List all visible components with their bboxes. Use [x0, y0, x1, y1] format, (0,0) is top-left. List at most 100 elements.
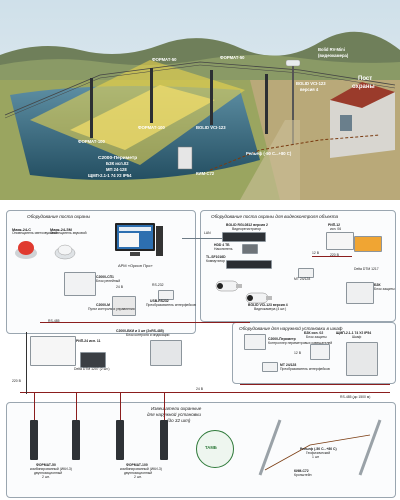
- bzk-video-label: БЗК: [374, 283, 381, 287]
- scene-c2000-l2: БЗК исп.02: [106, 161, 129, 166]
- mt-out-device: [262, 362, 278, 372]
- hdd-label: HDD 4 TБ: [214, 243, 230, 247]
- battery12-label: Delta DTM 1217: [354, 267, 379, 271]
- perimeter-title2: для наружной установки: [147, 412, 201, 417]
- mt-video-device: [298, 268, 314, 278]
- kmc-sub: Кронштейн: [294, 473, 312, 477]
- bzk-out-label: БЗК исп. 02: [304, 331, 324, 335]
- usb-sub: Преобразователь интерфейсов: [146, 303, 196, 307]
- scene-label-sensor-a: ФОРМАТ-50: [152, 57, 177, 62]
- lan-label: LAN: [204, 231, 211, 235]
- battery-device: [80, 352, 106, 368]
- wire-outdoor-bus: [240, 384, 390, 385]
- mt-out-label: МТ 24/128: [280, 363, 297, 367]
- relief-label: Рельеф (-50 С...+80 С): [300, 447, 337, 451]
- c2000m-sub: Пульт контроля и управления: [88, 307, 135, 311]
- rip12-device: [326, 232, 354, 250]
- scene-c2000-title: С2000-Периметр: [98, 156, 138, 161]
- v12-out-label: 12 В: [294, 351, 301, 355]
- cams-label: BOLID VCI-123 версия 4: [248, 303, 288, 307]
- scene-label-sensor-c: ФОРМАТ-100: [78, 139, 105, 144]
- bzk-out-device: [310, 344, 330, 360]
- video-post-title: Оборудование поста охраны для видеоконтр…: [211, 214, 339, 219]
- guard-post-title: Оборудование поста охраны: [27, 214, 91, 219]
- rip24-device: [30, 336, 76, 366]
- camera-icon: [215, 280, 242, 292]
- f100-sub3: 2 шт.: [134, 475, 142, 479]
- rip24-label: РИП-24 исп. 11: [76, 339, 101, 343]
- battery12-device: [354, 236, 382, 252]
- scene-label-camera-right: BOLID VCI-123: [296, 81, 326, 86]
- mayak1-label: Маяк-24-С: [12, 228, 31, 232]
- switch-label: TL-SF1016D: [206, 255, 226, 259]
- f50-sub3: 2 шт.: [42, 475, 50, 479]
- c2000m-label: С2000-М: [96, 303, 110, 307]
- mayak1-sub: Оповещатель светозвуковой: [12, 231, 58, 235]
- relief-cable-illustration: [258, 419, 382, 476]
- c2000bki-device: [150, 340, 182, 366]
- perimeter-title3: (до 32 шт): [167, 418, 191, 423]
- f50-sub: комбинированный (ИКИ-3): [30, 467, 72, 471]
- nvr-device: [222, 232, 266, 242]
- mayak2-sub: Оповещатель звуковой: [50, 231, 87, 235]
- usb-device: [158, 290, 174, 300]
- outdoor-title: Оборудование для наружной установки в шк…: [239, 326, 343, 331]
- cams-sub: Видеокамера (4 шт.): [254, 307, 287, 311]
- scene-label-camera-left: BOLID VCI-123: [196, 125, 226, 130]
- c2000p-label: С2000-Периметр: [268, 337, 296, 341]
- scene-label-camera-top-sub: (видеокамера): [318, 53, 349, 58]
- v24-perimeter-label: 24 В: [196, 387, 203, 391]
- sensor-post-f50a: [30, 420, 38, 460]
- perimeter-title: Извещатели охранные: [151, 406, 202, 411]
- c2000sp1-label: С2000-СП1: [96, 275, 114, 279]
- c2000p-device: [244, 334, 266, 350]
- arm-label: АРМ «Орион Про»: [118, 263, 153, 268]
- badge-label: ТАМБ: [205, 445, 217, 450]
- relief-sub2: 1 шт: [312, 455, 320, 459]
- rs485-label: RS-485: [48, 319, 60, 323]
- wire-video-power: [312, 256, 352, 257]
- rip12-label: РИП-12: [328, 223, 341, 227]
- c2000m-device: [112, 296, 136, 316]
- c2000bki-sub: Блок контроля и индикации: [126, 333, 170, 337]
- v220-out-label: 220 В: [12, 379, 21, 383]
- bzk-video-sub: Блок защиты: [374, 287, 395, 291]
- nvr-sub: Видеорегистратор: [232, 227, 262, 231]
- sensor-post-f100b: [160, 420, 168, 460]
- scene-c2000-l3: МП 24-128: [106, 167, 127, 172]
- certification-badge: [196, 430, 234, 468]
- shmp-label: ЩМП-2.1-1 74 У2 IP54: [336, 331, 372, 335]
- scene-relief: Рельеф (-50 С...+80 С): [246, 151, 292, 156]
- c2000sp1-sub: Блок релейный: [96, 279, 121, 283]
- kmc-label: КИМ-С72: [294, 469, 309, 473]
- mt-out-sub: Преобразователь интерфейсов: [280, 367, 330, 371]
- v24-label: 24 В: [116, 285, 123, 289]
- scene-label-camera-right-ver: версия 4: [300, 87, 319, 92]
- speaker-icon: [54, 244, 76, 260]
- v220-video-label: 220 В: [330, 253, 339, 257]
- f100-label: ФОРМАТ-100: [126, 463, 148, 467]
- nvr-label: BOLID RGI-0812 версия 2: [226, 223, 268, 227]
- scene-illustration: [0, 0, 400, 200]
- wire-drop-left: [34, 392, 35, 420]
- wire-rs485-main: [40, 322, 250, 323]
- switch-sub: Коммутатор: [206, 259, 225, 263]
- c2000p-sub: Контроллер периметровых извещателей: [268, 341, 333, 345]
- f100-sub: комбинированный (ИКИ-3): [120, 467, 162, 471]
- shmp-sub: Шкаф: [352, 335, 362, 339]
- scene-label-sensor-b: ФОРМАТ-50: [220, 55, 245, 60]
- scene-label-post2: охраны: [352, 84, 375, 90]
- scene-kmc: КИМ-С72: [196, 171, 215, 176]
- sensor-post-f50b: [72, 420, 80, 460]
- wire-bus-perimeter: [20, 392, 390, 393]
- bzk-video-device: [346, 282, 374, 304]
- sensor-post-f100a: [116, 420, 124, 460]
- v12-video-label: 12 В: [312, 251, 319, 255]
- camera-icon: [245, 292, 272, 304]
- c2000sp1-device: [64, 272, 96, 296]
- mt-video-label: МТ 24/128: [294, 277, 311, 281]
- wire-24v: [26, 332, 27, 394]
- usb-label: USB-RS232: [150, 299, 169, 303]
- scene-label-camera-top: Bolid RV-Mini: [318, 47, 345, 52]
- rip12-sub: исп. 06: [330, 227, 342, 231]
